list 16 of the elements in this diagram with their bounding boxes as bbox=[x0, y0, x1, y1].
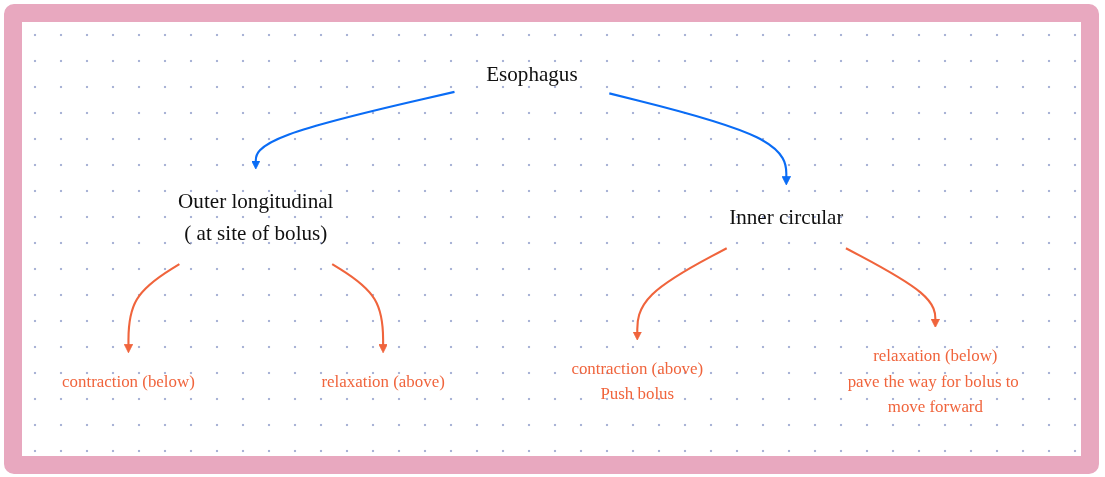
arrow bbox=[331, 263, 388, 354]
arrow bbox=[632, 247, 728, 341]
node-label: pave the way for bolus to move forward bbox=[847, 371, 1019, 416]
node-text: Esophagus bbox=[486, 62, 578, 86]
arrow bbox=[251, 91, 455, 170]
node-text: contraction (below) bbox=[62, 371, 195, 390]
node-text: Outer longitudinal bbox=[178, 189, 334, 213]
node-text: Inner circular bbox=[729, 205, 844, 229]
node-text: relaxation (above) bbox=[321, 371, 445, 390]
node-text: contraction (above) bbox=[571, 359, 704, 378]
arrow bbox=[123, 263, 180, 354]
arrow bbox=[845, 247, 940, 329]
node-label: ( at site of bolus) bbox=[184, 221, 328, 245]
node-text: relaxation (below) bbox=[873, 346, 998, 365]
node-label: Push bolus bbox=[600, 384, 675, 403]
arrow bbox=[609, 92, 791, 186]
